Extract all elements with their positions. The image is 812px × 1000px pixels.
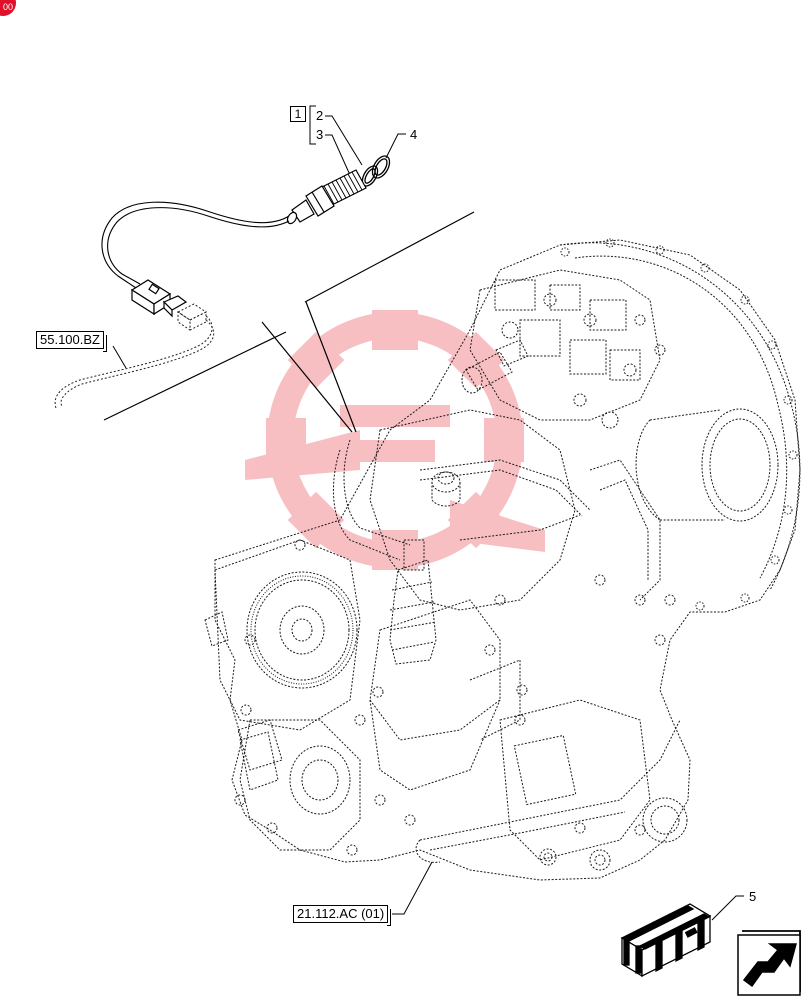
detail-lines (103, 211, 475, 433)
callout-4: 4 (410, 127, 417, 142)
next-page-arrow-icon[interactable] (737, 930, 801, 996)
callout-3: 3 (316, 127, 323, 142)
kit-bracket (309, 105, 316, 145)
sensor-icon (286, 169, 367, 225)
callout-2: 2 (316, 108, 323, 123)
connector-icon (130, 279, 188, 318)
sensor-cable (101, 201, 290, 289)
crate-icon (620, 903, 712, 978)
ref-wiring-label[interactable]: 55.100.BZ (36, 331, 107, 352)
ref-transmission-label[interactable]: 21.112.AC (01) (293, 905, 392, 926)
leader-lines (325, 115, 744, 921)
callout-5: 5 (749, 889, 756, 904)
transmission-icon (204, 238, 801, 881)
leader-wiring (112, 345, 127, 369)
kit-number-box: 1 (290, 106, 306, 122)
page-badge: 00 (0, 0, 16, 16)
mating-harness (54, 303, 215, 409)
watermark-logo (245, 310, 545, 570)
o-ring-icon (361, 155, 391, 187)
